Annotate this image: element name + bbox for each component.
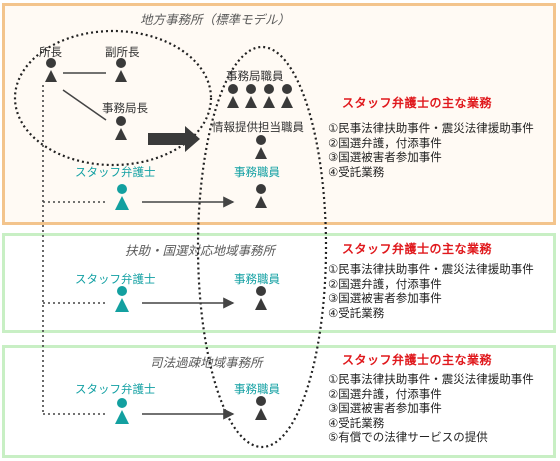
staff-column-ellipse bbox=[196, 45, 328, 449]
secretary-general-figure bbox=[115, 116, 127, 140]
clerk-label: 事務職員 bbox=[234, 382, 280, 396]
panel-regional-office bbox=[2, 3, 556, 225]
director-figure bbox=[45, 58, 57, 82]
duty-item: ④受託業務 bbox=[328, 305, 385, 320]
staff-lawyer-figure bbox=[115, 286, 129, 312]
office-staff-figure bbox=[227, 84, 239, 108]
director-secretary-link bbox=[62, 89, 107, 121]
section-title: 司法過疎地域事務所 bbox=[150, 355, 263, 370]
office-staff-figure bbox=[245, 84, 257, 108]
panel-aid-office bbox=[2, 233, 556, 333]
vice-director-label: 副所長 bbox=[105, 45, 140, 59]
duties-list: ①民事法律扶助事件・震災法律援助事件 ②国選弁護，付添事件 ③国選被害者参加事件… bbox=[328, 262, 534, 320]
secretary-general-label: 事務局長 bbox=[102, 101, 148, 115]
clerk-figure bbox=[255, 396, 267, 420]
staff-lawyer-label: スタッフ弁護士 bbox=[75, 382, 156, 396]
duties-list: ①民事法律扶助事件・震災法律援助事件 ②国選弁護，付添事件 ③国選被害者参加事件… bbox=[328, 372, 534, 445]
panel-rural-office bbox=[2, 345, 556, 458]
duty-item: ④受託業務 bbox=[328, 415, 385, 430]
duty-item: ③国選被害者参加事件 bbox=[328, 291, 442, 305]
duty-item: ②国選弁護，付添事件 bbox=[328, 386, 442, 401]
clerk-label: 事務職員 bbox=[234, 165, 280, 179]
management-ellipse bbox=[13, 29, 213, 167]
clerk-label: 事務職員 bbox=[234, 272, 280, 286]
office-staff-label: 事務局職員 bbox=[226, 69, 284, 83]
duties-list: ①民事法律扶助事件・震災法律援助事件 ②国選弁護，付添事件 ③国選被害者参加事件… bbox=[328, 121, 534, 179]
duty-item: ④受託業務 bbox=[328, 164, 385, 179]
duty-item: ①民事法律扶助事件・震災法律援助事件 bbox=[328, 372, 534, 386]
duty-item: ①民事法律扶助事件・震災法律援助事件 bbox=[328, 262, 534, 276]
big-arrow bbox=[148, 126, 200, 152]
clerk-figure bbox=[255, 184, 267, 208]
info-staff-figure bbox=[255, 135, 267, 159]
staff-lawyer-figure bbox=[115, 184, 129, 210]
duty-item: ②国選弁護，付添事件 bbox=[328, 276, 442, 291]
duty-item: ③国選被害者参加事件 bbox=[328, 401, 442, 415]
director-label: 所長 bbox=[39, 45, 62, 59]
info-staff-label: 情報提供担当職員 bbox=[212, 120, 304, 134]
staff-lawyer-figure bbox=[115, 398, 129, 424]
staff-lawyer-label: スタッフ弁護士 bbox=[75, 165, 156, 179]
vice-director-figure bbox=[115, 58, 127, 82]
duties-heading: スタッフ弁護士の主な業務 bbox=[342, 353, 493, 367]
duty-item: ①民事法律扶助事件・震災法律援助事件 bbox=[328, 121, 534, 135]
duties-heading: スタッフ弁護士の主な業務 bbox=[342, 96, 493, 110]
duty-item: ②国選弁護，付添事件 bbox=[328, 135, 442, 150]
duty-item: ③国選被害者参加事件 bbox=[328, 150, 442, 164]
section-title: 扶助・国選対応地域事務所 bbox=[125, 243, 276, 258]
office-staff-figure bbox=[281, 84, 293, 108]
staff-lawyer-label: スタッフ弁護士 bbox=[75, 272, 156, 286]
clerk-figure bbox=[255, 286, 267, 310]
office-staff-figure bbox=[263, 84, 275, 108]
section-title: 地方事務所（標準モデル） bbox=[140, 12, 291, 27]
duties-heading: スタッフ弁護士の主な業務 bbox=[342, 242, 493, 256]
duty-item: ⑤有償での法律サービスの提供 bbox=[328, 430, 488, 444]
